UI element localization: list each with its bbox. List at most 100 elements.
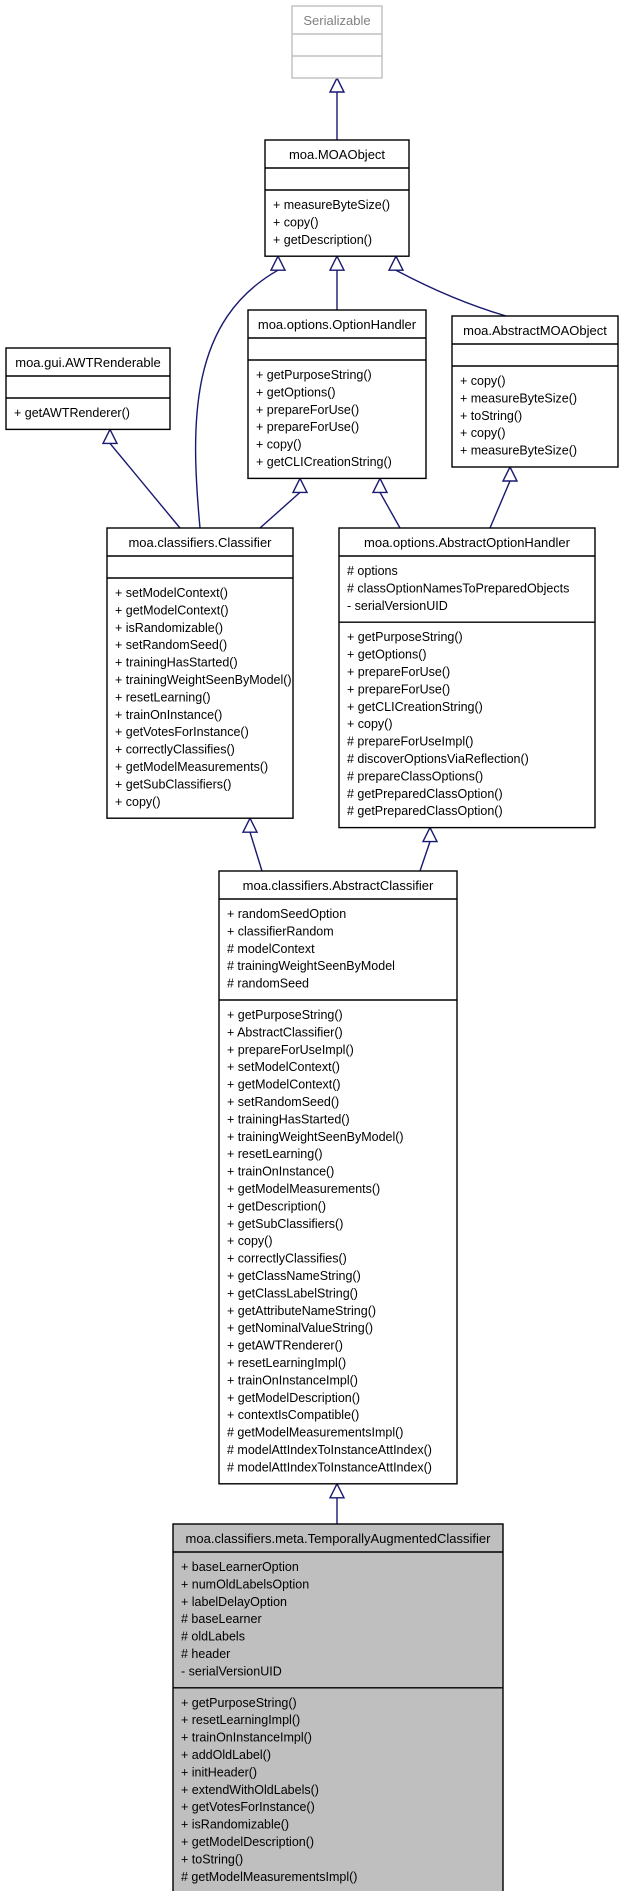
method-item: + isRandomizable() <box>181 1818 289 1832</box>
edge-line <box>109 442 181 529</box>
class-box-abstractmoaobject[interactable]: moa.AbstractMOAObject + copy() + measureBy… <box>451 315 619 468</box>
class-box-frame <box>218 870 458 1485</box>
method-item: # prepareForUseImpl() <box>347 735 473 749</box>
method-item: # getPreparedClassOption() <box>347 804 503 818</box>
method-item: + getModelContext() <box>227 1078 341 1092</box>
inheritance-edge-abstractmoaobject-to-moaobject <box>387 254 507 317</box>
class-box-frame <box>5 347 171 431</box>
class-name: moa.AbstractMOAObject <box>463 323 607 338</box>
class-box-frame <box>338 527 596 829</box>
edge-line <box>379 492 401 529</box>
method-item: + initHeader() <box>181 1765 257 1779</box>
generalization-arrowhead-icon <box>501 465 519 482</box>
method-item: + getPurposeString() <box>256 368 372 382</box>
generalization-arrowhead-icon <box>421 826 439 843</box>
method-item: + copy() <box>256 438 302 452</box>
method-item: + trainingWeightSeenByModel() <box>115 673 292 687</box>
method-item: + getNominalValueString() <box>227 1321 373 1335</box>
method-item: + copy() <box>227 1234 273 1248</box>
method-item: + trainingHasStarted() <box>115 656 238 670</box>
class-box-abstractclassifier[interactable]: moa.classifiers.AbstractClassifier+ rand… <box>218 870 458 1485</box>
method-item: + measureByteSize() <box>273 198 390 212</box>
class-box-frame <box>264 139 410 257</box>
method-item: + addOldLabel() <box>181 1748 271 1762</box>
class-box-awtrenderable[interactable]: moa.gui.AWTRenderable+ getAWTRenderer() <box>5 347 171 431</box>
class-box-abstractoptionhandler[interactable]: moa.options.AbstractOptionHandler# optio… <box>338 527 596 829</box>
method-item: + getModelDescription() <box>227 1391 360 1405</box>
method-item: + contextIsCompatible() <box>227 1408 359 1422</box>
attribute-item: + classifierRandom <box>227 924 334 938</box>
method-item: + getPurposeString() <box>227 1008 343 1022</box>
edge-line <box>259 491 301 529</box>
method-item: # discoverOptionsViaReflection() <box>347 752 529 766</box>
method-item: + measureByteSize() <box>460 444 577 458</box>
class-box-frame <box>172 1523 504 1891</box>
class-name: moa.options.AbstractOptionHandler <box>364 535 571 550</box>
method-item: + trainingWeightSeenByModel() <box>227 1130 404 1144</box>
method-item: + getOptions() <box>347 648 427 662</box>
inheritance-edge-abstractoptionhandler-to-abstractmoaobject <box>489 465 519 529</box>
class-name: Serializable <box>303 13 370 28</box>
edge-line <box>194 269 279 529</box>
attribute-item: - serialVersionUID <box>347 599 448 613</box>
method-item: + getModelDescription() <box>181 1835 314 1849</box>
method-item: + setModelContext() <box>227 1060 340 1074</box>
method-item: + AbstractClassifier() <box>227 1025 343 1039</box>
method-item: + getClassLabelString() <box>227 1286 358 1300</box>
method-item: + copy() <box>347 717 393 731</box>
class-boxes: Serializable moa.MOAObject + measureByteSi… <box>5 5 619 1891</box>
method-item: # modelAttIndexToInstanceAttIndex() <box>227 1443 432 1457</box>
method-item: + copy() <box>115 795 161 809</box>
class-box-moaobject[interactable]: moa.MOAObject + measureByteSize() + copy()… <box>264 139 410 257</box>
class-name: moa.options.OptionHandler <box>258 317 417 332</box>
inheritance-edge-abstractclassifier-to-abstractoptionhandler <box>419 826 439 872</box>
attribute-item: # oldLabels <box>181 1630 245 1644</box>
method-item: + getModelContext() <box>115 603 229 617</box>
method-item: + isRandomizable() <box>115 621 223 635</box>
generalization-arrowhead-icon <box>328 254 346 271</box>
method-item: + resetLearning() <box>115 690 211 704</box>
method-item: + copy() <box>273 215 319 229</box>
attribute-item: + randomSeedOption <box>227 907 346 921</box>
attribute-item: # randomSeed <box>227 977 309 991</box>
method-item: + getModelMeasurements() <box>227 1182 380 1196</box>
method-item: # prepareClassOptions() <box>347 769 483 783</box>
method-item: + copy() <box>460 374 506 388</box>
attribute-item: # modelContext <box>227 942 315 956</box>
method-item: + getDescription() <box>227 1199 326 1213</box>
method-item: + getSubClassifiers() <box>227 1217 343 1231</box>
method-item: + prepareForUseImpl() <box>227 1043 354 1057</box>
method-item: + getVotesForInstance() <box>181 1800 315 1814</box>
class-name: moa.MOAObject <box>289 147 385 162</box>
method-item: + trainOnInstanceImpl() <box>227 1373 358 1387</box>
method-item: + getAWTRenderer() <box>14 406 130 420</box>
class-box-classifier[interactable]: moa.classifiers.Classifier+ setModelCont… <box>106 527 294 819</box>
method-item: + getDescription() <box>273 233 372 247</box>
attribute-item: # trainingWeightSeenByModel <box>227 959 395 973</box>
method-item: + prepareForUse() <box>347 665 450 679</box>
class-box-serializable[interactable]: Serializable <box>291 5 383 79</box>
class-box-optionhandler[interactable]: moa.options.OptionHandler + getPurposeStr… <box>247 309 427 480</box>
generalization-arrowhead-icon <box>328 1482 346 1499</box>
method-item: # getPreparedClassOption() <box>347 787 503 801</box>
edge-line <box>249 831 263 872</box>
method-item: + getCLICreationString() <box>347 700 483 714</box>
method-item: + setRandomSeed() <box>115 638 227 652</box>
class-name: moa.classifiers.meta.TemporallyAugmented… <box>186 1531 492 1546</box>
method-item: + trainingHasStarted() <box>227 1112 350 1126</box>
method-item: + measureByteSize() <box>460 391 577 405</box>
method-item: # modelAttIndexToInstanceAttIndex() <box>227 1460 432 1474</box>
method-item: + trainOnInstance() <box>115 708 222 722</box>
method-item: + setModelContext() <box>115 586 228 600</box>
inheritance-edge-classifier-to-moaobject <box>194 254 287 529</box>
method-item: + resetLearningImpl() <box>181 1713 300 1727</box>
generalization-arrowhead-icon <box>291 476 309 494</box>
method-item: + getSubClassifiers() <box>115 777 231 791</box>
attribute-item: + numOldLabelsOption <box>181 1577 309 1591</box>
class-box-frame <box>106 527 294 819</box>
edge-line <box>489 480 511 529</box>
method-item: + toString() <box>460 409 522 423</box>
inheritance-edge-classifier-to-optionhandler <box>259 476 309 529</box>
class-box-temporallyaugmented[interactable]: moa.classifiers.meta.TemporallyAugmented… <box>172 1523 504 1891</box>
